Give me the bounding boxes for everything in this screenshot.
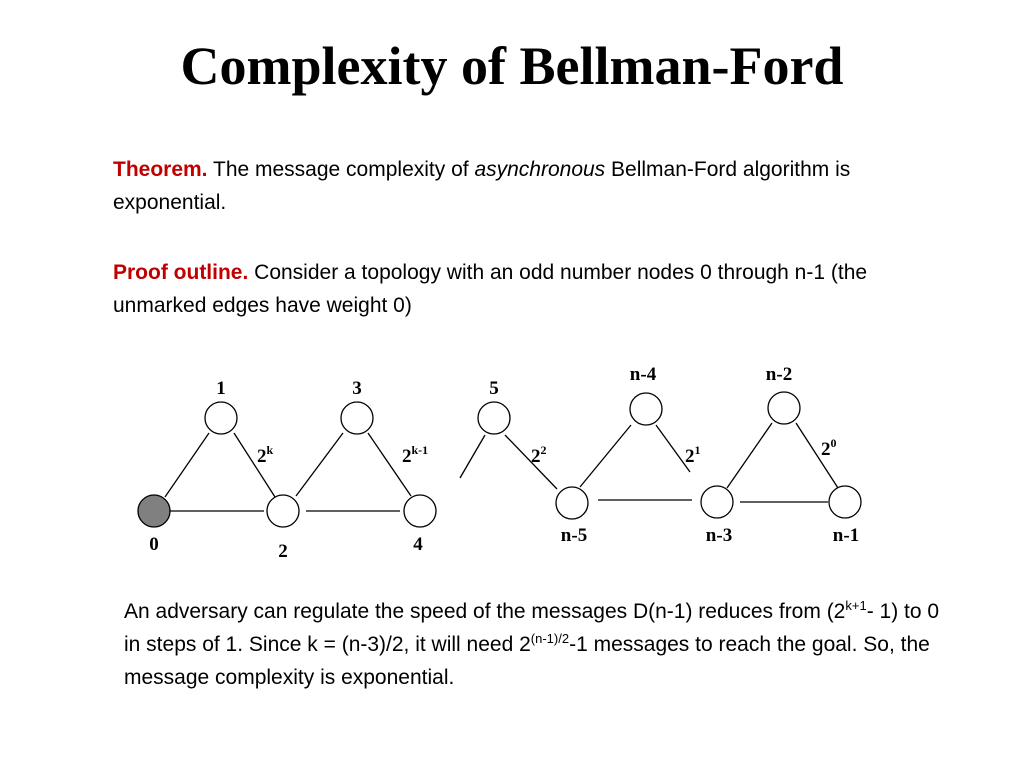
theorem-paragraph: Theorem. The message complexity of async… [113,153,933,219]
weight-2-k-1: 2k-1 [402,443,428,467]
topology-graph: 0 1 2 3 4 5 n-5 n-4 n-3 n-2 n-1 2k 2k-1 … [137,364,862,562]
node-label-2: 2 [278,541,288,562]
node-n-3 [700,485,734,519]
node-label-3: 3 [352,378,362,399]
node-labels: 0 1 2 3 4 5 n-5 n-4 n-3 n-2 n-1 [149,364,859,562]
adversary-text-3: -1 messages to reach the goal. So, the m… [124,633,930,689]
proof-paragraph: Proof outline. Consider a topology with … [113,256,933,322]
node-0 [137,494,171,528]
edge-weight-labels: 2k 2k-1 22 21 20 [257,436,837,467]
node-label-5: 5 [489,378,499,399]
graph-edges [164,422,839,512]
graph-nodes [137,391,862,528]
edge-to-5 [459,434,486,479]
adversary-paragraph: An adversary can regulate the speed of t… [124,595,954,694]
node-3 [340,401,374,435]
node-label-n-1: n-1 [833,525,859,546]
node-n-5 [555,486,589,520]
edge-3-4 [367,432,412,497]
theorem-text-after: Bellman-Ford algorithm is exponential. [113,158,851,214]
edge-n5-n4 [579,424,632,488]
edge-n4-right [655,424,691,473]
edge-1-2 [233,432,276,498]
node-label-n-3: n-3 [706,525,732,546]
weight-2-1: 21 [685,443,701,467]
node-label-n-2: n-2 [766,364,792,385]
node-label-n-5: n-5 [561,525,587,546]
weight-2-k: 2k [257,443,274,467]
theorem-label: Theorem. [113,158,208,181]
node-label-4: 4 [413,534,423,555]
edge-n2-n1 [795,422,839,489]
node-label-0: 0 [149,534,159,555]
node-label-n-4: n-4 [630,364,657,385]
proof-label: Proof outline. [113,261,249,284]
edge-n3-n2 [726,422,773,489]
adversary-exponent-2: (n-1)/2 [530,631,570,646]
graph-content: 0 1 2 3 4 5 n-5 n-4 n-3 n-2 n-1 2k 2k-1 … [137,364,862,562]
node-label-1: 1 [216,378,226,399]
proof-text: Consider a topology with an odd number n… [113,261,868,317]
node-4 [403,494,437,528]
adversary-exponent-1: k+1 [845,598,867,613]
edge-0-1 [164,432,210,498]
slide-title: Complexity of Bellman-Ford [180,36,844,96]
weight-2-0: 20 [821,436,837,460]
theorem-emphasis: asynchronous [474,158,606,181]
edge-5-n5 [504,434,558,490]
node-2 [266,494,300,528]
node-5 [477,401,511,435]
weight-2-2: 22 [531,443,547,467]
adversary-text-1: An adversary can regulate the speed of t… [124,600,846,623]
node-1 [204,401,238,435]
node-n-1 [828,485,862,519]
theorem-text-before: The message complexity of [207,158,475,181]
node-n-4 [629,392,663,426]
adversary-text-2: - 1) to 0 in steps of 1. Since k = (n-3)… [124,600,940,656]
node-n-2 [767,391,801,425]
edge-2-3 [295,432,344,497]
